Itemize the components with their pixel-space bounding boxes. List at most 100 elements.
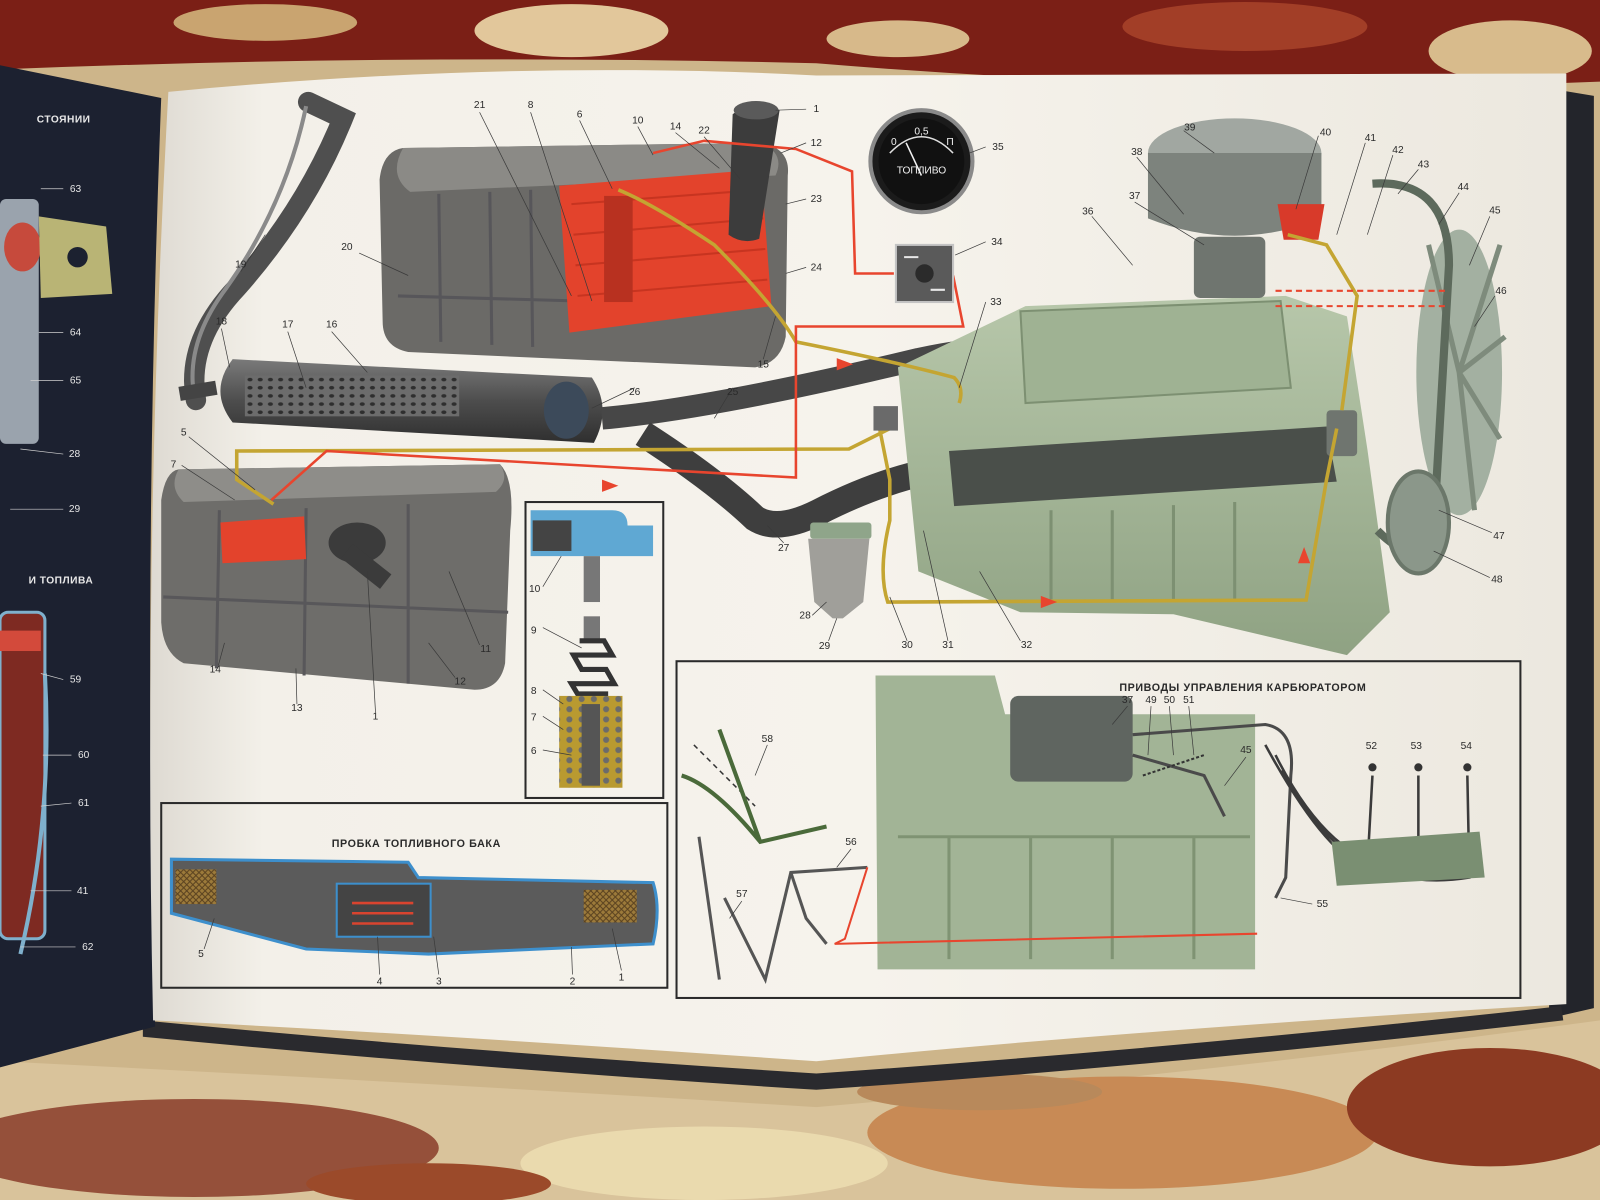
filler-pipe <box>184 91 356 411</box>
cap-callout-4: 4 <box>377 977 383 988</box>
filler-pipe-highlight <box>190 105 309 395</box>
carb-inset-engine-ribs <box>897 835 1250 960</box>
callout-21: 21 <box>474 100 486 111</box>
carb-callout-50: 50 <box>1164 695 1176 706</box>
muffler-perforated-tube <box>244 375 460 417</box>
left-filter-body <box>0 610 47 941</box>
main-leaders <box>181 108 1496 713</box>
cap-mesh-left <box>175 869 217 905</box>
callout-14-lower: 14 <box>210 664 222 675</box>
callout-44: 44 <box>1458 182 1470 193</box>
callout-10: 10 <box>632 115 644 126</box>
carb-callout-51: 51 <box>1183 695 1195 706</box>
callout-30: 30 <box>901 640 913 651</box>
filter-inset-fitting <box>532 520 572 552</box>
callout-20: 20 <box>341 242 353 253</box>
flow-arrow <box>836 358 854 371</box>
callout-5: 5 <box>181 428 187 439</box>
callout-41: 41 <box>1365 133 1377 144</box>
callout-22: 22 <box>698 126 710 137</box>
carb-inset-title: ПРИВОДЫ УПРАВЛЕНИЯ КАРБЮРАТОРОМ <box>1119 682 1366 694</box>
filter-callout-8: 8 <box>531 686 537 697</box>
fuel-line-to-filter <box>877 428 1339 604</box>
callout-6: 6 <box>577 109 583 120</box>
lower-tank-cutaway <box>220 516 307 564</box>
fabric-flower <box>857 1073 1103 1111</box>
callout-37: 37 <box>1129 191 1141 202</box>
filter-callout-6: 6 <box>531 746 537 757</box>
left-page-heading-mid: И ТОПЛИВА <box>29 576 94 587</box>
cap-mesh-right <box>583 889 637 923</box>
carb-inset-knob-52 <box>1368 763 1377 772</box>
fan-blades <box>1426 244 1507 511</box>
callout-34: 34 <box>991 237 1003 248</box>
tank-level-sensor <box>604 195 633 303</box>
fuel-gauge-needle <box>905 142 923 176</box>
wire-dashed-engine <box>1275 289 1449 308</box>
left-callout-28: 28 <box>69 449 81 460</box>
carb-inset-red-link <box>834 867 1258 945</box>
callout-33: 33 <box>990 297 1002 308</box>
engine-cylinder-head <box>1019 299 1292 405</box>
book-bottom-edge <box>142 1006 1564 1090</box>
left-callout-41: 41 <box>77 886 89 897</box>
carb-callout-37: 37 <box>1122 695 1134 706</box>
gauge-mark-full: П <box>946 137 953 148</box>
left-callout-64: 64 <box>70 328 82 339</box>
upper-filler-neck <box>728 103 780 242</box>
callout-40: 40 <box>1320 128 1332 139</box>
air-filter-body <box>1147 153 1322 236</box>
muffler-tail-pipe <box>178 380 218 401</box>
carb-inset-return-spring <box>1142 754 1205 777</box>
carb-inset-frame <box>675 660 1522 999</box>
fabric-flower <box>1346 1047 1600 1167</box>
carb-callout-52: 52 <box>1366 741 1378 752</box>
flow-arrow <box>1040 595 1058 609</box>
callout-48: 48 <box>1491 575 1503 586</box>
callout-16: 16 <box>326 320 338 331</box>
carb-inset-knob-53 <box>1414 763 1423 772</box>
callout-1-lower: 1 <box>373 711 379 722</box>
upper-filler-cap <box>733 101 779 120</box>
carb-callout-56: 56 <box>845 837 857 848</box>
flow-arrow <box>602 479 619 492</box>
left-valve-spring <box>4 222 41 272</box>
engine-details <box>1049 502 1237 603</box>
callout-42: 42 <box>1392 145 1404 156</box>
left-callout-63: 63 <box>70 184 82 195</box>
cap-leaders <box>203 918 622 975</box>
cap-valve <box>335 882 432 938</box>
callout-29: 29 <box>819 641 831 652</box>
left-callout-62: 62 <box>82 942 94 953</box>
cap-callout-1: 1 <box>619 973 625 984</box>
carb-inset-dash-panel <box>1331 831 1485 886</box>
callout-12: 12 <box>811 138 823 149</box>
gauge-mark-half: 0,5 <box>914 127 928 138</box>
cap-inset-frame <box>160 802 669 989</box>
filter-inset-tube-lower <box>583 616 600 639</box>
cap-callout-3: 3 <box>436 977 442 988</box>
callout-17: 17 <box>282 320 294 331</box>
carb-callout-54: 54 <box>1461 741 1473 752</box>
fabric-flower <box>306 1163 551 1200</box>
filter-inset-core <box>581 704 600 786</box>
exhaust-manifold <box>948 426 1337 507</box>
carb-callout-49: 49 <box>1145 695 1157 706</box>
cap-valve-spring <box>352 901 414 925</box>
carburetor <box>1193 236 1266 298</box>
fabric-flower <box>1428 20 1592 82</box>
tank-switch-arrows <box>904 256 945 291</box>
left-bracket-hole <box>67 246 88 268</box>
carb-inset-leaders <box>729 705 1313 919</box>
callout-46: 46 <box>1495 286 1507 297</box>
filter-callout-10: 10 <box>529 584 541 595</box>
callout-38: 38 <box>1131 147 1143 158</box>
lower-filler-cap <box>328 522 386 564</box>
fuel-line-lower-tank <box>234 426 891 506</box>
fabric-flower <box>474 4 669 58</box>
carb-inset-carburetor <box>1010 695 1133 782</box>
callout-19: 19 <box>235 259 247 270</box>
carb-callout-55: 55 <box>1317 899 1329 910</box>
left-leaders <box>10 188 76 948</box>
callout-18: 18 <box>216 316 228 327</box>
